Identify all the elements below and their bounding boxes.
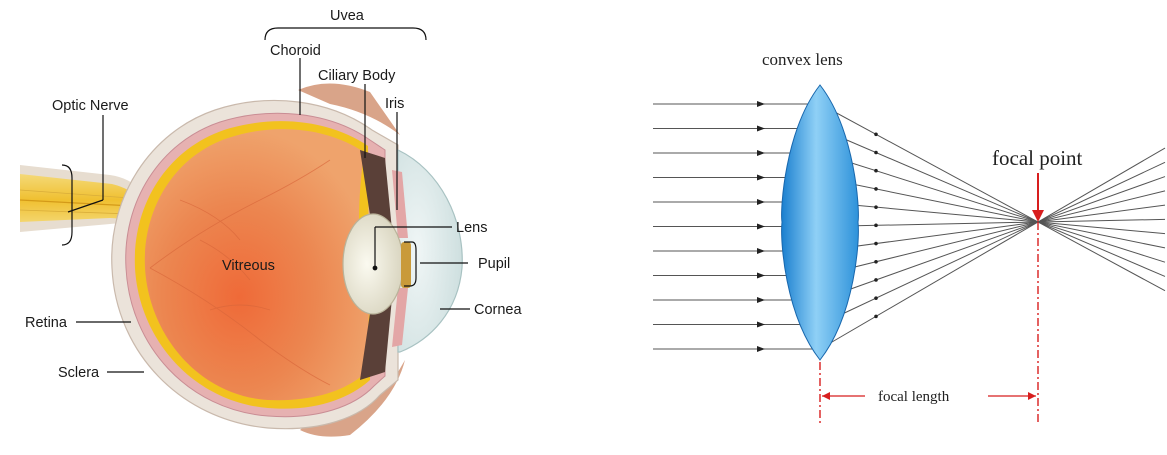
- convex-lens-label: convex lens: [762, 50, 843, 69]
- ray-arrowhead: [757, 101, 765, 107]
- refracted-ray-marker: [874, 260, 878, 264]
- refracted-ray: [820, 177, 1165, 300]
- ray-arrowhead: [757, 248, 765, 254]
- label-cornea: Cornea: [474, 302, 522, 318]
- refracted-ray-marker: [874, 315, 878, 319]
- label-ciliary-body: Ciliary Body: [318, 68, 396, 84]
- uvea-bracket: [265, 28, 426, 40]
- crystalline-lens: [343, 214, 403, 314]
- label-pupil: Pupil: [478, 256, 510, 272]
- refracted-ray-marker: [874, 205, 878, 209]
- ray-arrowhead: [757, 150, 765, 156]
- ray-arrowhead: [757, 297, 765, 303]
- label-uvea: Uvea: [330, 8, 365, 24]
- light-rays: [653, 101, 1165, 352]
- refracted-ray: [820, 202, 1165, 234]
- focal-length-arrowhead-right: [1028, 392, 1036, 400]
- eye-anatomy-diagram: Uvea Choroid Ciliary Body Iris Optic Ner…: [20, 8, 522, 437]
- label-retina: Retina: [25, 315, 68, 331]
- refracted-ray-marker: [874, 278, 878, 282]
- label-vitreous: Vitreous: [222, 258, 275, 274]
- focal-length-arrowhead-left: [822, 392, 830, 400]
- refracted-ray: [820, 178, 1165, 248]
- ray-arrowhead: [757, 273, 765, 279]
- refracted-ray: [820, 219, 1165, 226]
- focal-length-label: focal length: [878, 389, 950, 405]
- ray-arrowhead: [757, 175, 765, 181]
- refracted-ray-marker: [874, 242, 878, 246]
- refracted-ray-marker: [874, 133, 878, 137]
- pupil-shape: [401, 242, 411, 288]
- ray-arrowhead: [757, 346, 765, 352]
- label-optic-nerve: Optic Nerve: [52, 98, 129, 114]
- label-iris: Iris: [385, 96, 404, 112]
- label-lens: Lens: [456, 220, 487, 236]
- label-sclera: Sclera: [58, 365, 100, 381]
- label-choroid: Choroid: [270, 43, 321, 59]
- ray-arrowhead: [757, 126, 765, 132]
- ray-arrowhead: [757, 199, 765, 205]
- refracted-ray-marker: [874, 151, 878, 155]
- refracted-ray-marker: [874, 296, 878, 300]
- refracted-ray-marker: [874, 224, 878, 228]
- refracted-ray: [820, 205, 1165, 251]
- ray-arrowhead: [757, 322, 765, 328]
- refracted-ray: [820, 162, 1165, 324]
- convex-lens-diagram: convex lens focal point focal length: [653, 50, 1165, 425]
- refracted-ray: [820, 148, 1165, 349]
- convex-lens-shape: [782, 85, 859, 360]
- focal-point-label: focal point: [992, 146, 1083, 170]
- ray-arrowhead: [757, 224, 765, 230]
- refracted-ray-marker: [874, 169, 878, 173]
- refracted-ray-marker: [874, 187, 878, 191]
